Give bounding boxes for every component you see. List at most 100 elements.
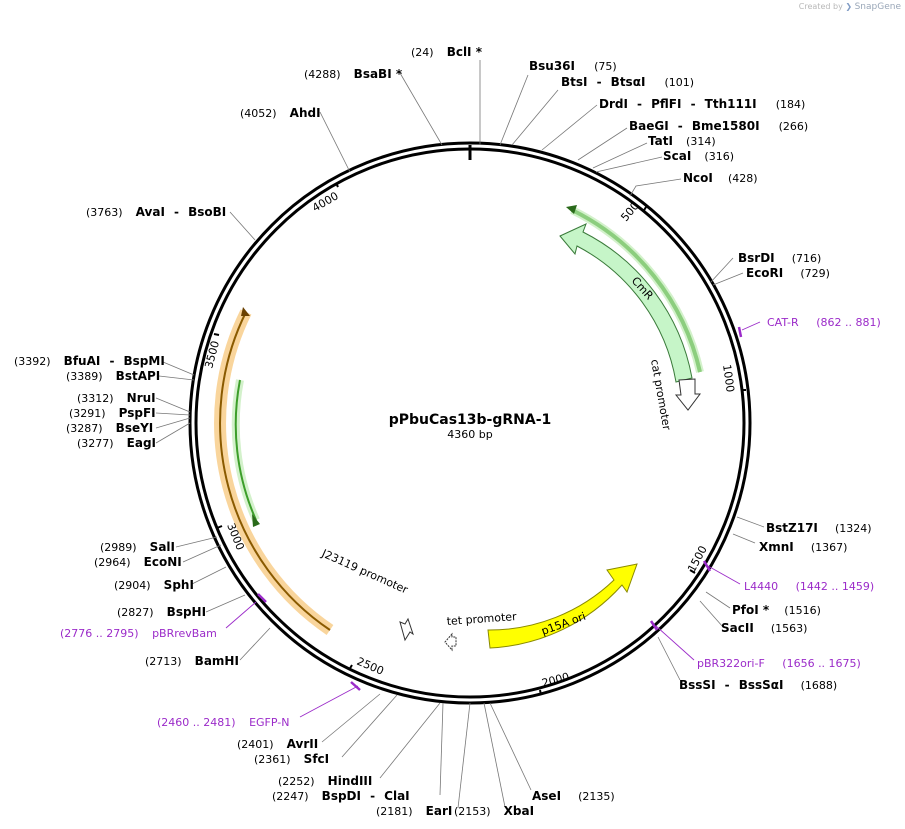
site-label: EcoRI (729) xyxy=(746,262,830,281)
site-name: PspFI xyxy=(119,406,156,420)
site-label: (4052) AhdI xyxy=(240,102,321,121)
primer-label: pBR322ori-F (1656 .. 1675) xyxy=(697,657,861,670)
primer-name: L4440 xyxy=(744,580,778,593)
credit-brand: SnapGene xyxy=(854,2,901,12)
site-name: AseI xyxy=(532,789,561,803)
site-leader-line xyxy=(155,412,191,416)
primer-label: L4440 (1442 .. 1459) xyxy=(744,580,874,593)
site-leader-line xyxy=(577,127,628,161)
site-pos: (428) xyxy=(728,172,758,185)
site-sep: - xyxy=(725,678,730,692)
site-leader-line xyxy=(162,361,195,376)
site-leader-line xyxy=(457,702,471,809)
site-name: NcoI xyxy=(683,171,713,185)
site-name-2: Bme1580I xyxy=(692,119,760,133)
tick-label-500: 500 xyxy=(618,199,641,223)
site-sep: - xyxy=(678,119,683,133)
cmr-outer-band-highlight xyxy=(570,206,704,373)
site-label: BssSI - BssSαI (1688) xyxy=(679,674,837,693)
site-label: BstZ17I (1324) xyxy=(766,517,872,536)
site-label: (3291) PspFI xyxy=(69,402,156,421)
site-pos: (2904) xyxy=(114,579,151,592)
primer-leader-line xyxy=(707,565,741,585)
site-leader-lines xyxy=(155,60,765,809)
site-pos: (3291) xyxy=(69,407,106,420)
plasmid-length: 4360 bp xyxy=(447,428,492,441)
site-name-2: BspMI xyxy=(124,354,165,368)
site-label: BsrDI (716) xyxy=(738,247,821,266)
primer-name: pBRrevBam xyxy=(152,627,217,640)
site-name: SacII xyxy=(721,621,754,635)
site-label: (3392) BfuAI - BspMI xyxy=(14,350,165,369)
primer-labels: CAT-R (862 .. 881) L4440 (1442 .. 1459) … xyxy=(60,316,881,729)
site-name: BfuAI xyxy=(64,354,101,368)
site-label: (2964) EcoNI xyxy=(94,551,182,570)
site-leader-line xyxy=(736,516,765,528)
site-label: (24) BclI * xyxy=(411,41,483,60)
site-name: BclI * xyxy=(447,45,483,59)
tick-mark xyxy=(539,689,542,696)
tick-mark xyxy=(216,525,223,529)
site-name: Bsu36I xyxy=(529,59,575,73)
site-pos: (3392) xyxy=(14,355,51,368)
site-pos: (2713) xyxy=(145,655,182,668)
site-leader-line xyxy=(489,702,532,791)
site-name: EcoNI xyxy=(144,555,182,569)
site-label: (2153) XbaI xyxy=(454,800,534,819)
site-leader-line xyxy=(182,544,222,563)
site-label: (2361) SfcI xyxy=(254,748,329,767)
site-pos: (266) xyxy=(779,120,809,133)
site-leader-line xyxy=(483,702,506,808)
site-pos: (4288) xyxy=(304,68,341,81)
site-name: BaeGI xyxy=(629,119,669,133)
site-leader-line xyxy=(229,211,256,241)
green-feature-core xyxy=(234,379,257,521)
primer-leader-line xyxy=(655,625,695,661)
site-name-2: BssSαI xyxy=(739,678,784,692)
site-leader-line xyxy=(341,694,398,758)
site-label: NcoI (428) xyxy=(683,167,758,186)
site-label: (2989) SalI xyxy=(100,536,175,555)
site-pos: (1688) xyxy=(801,679,838,692)
site-pos: (2252) xyxy=(278,775,315,788)
primer-marker xyxy=(257,593,267,603)
site-label: (2401) AvrII xyxy=(237,733,318,752)
site-name: BspDI xyxy=(322,789,361,803)
primer-marker xyxy=(702,560,712,572)
site-label: (4288) BsaBI * xyxy=(304,63,403,82)
site-label: (2252) HindIII xyxy=(278,770,372,789)
site-label: Bsu36I (75) xyxy=(529,55,617,74)
primer-name: pBR322ori-F xyxy=(697,657,765,670)
site-label: (3312) NruI xyxy=(77,387,156,406)
primer-name: EGFP-N xyxy=(249,716,289,729)
primer-label: (2460 .. 2481) EGFP-N xyxy=(157,716,289,729)
site-leader-line xyxy=(205,594,246,613)
primer-leader-lines xyxy=(225,321,761,718)
site-pos: (2153) xyxy=(454,805,491,818)
site-labels: (24) BclI * Bsu36I (75) BtsI - BtsαI (10… xyxy=(14,41,872,819)
green-feature-arrowhead xyxy=(252,514,260,527)
site-sep: - xyxy=(109,354,114,368)
site-label: TatI (314) xyxy=(648,130,716,149)
site-sep: - xyxy=(174,205,179,219)
tick-mark xyxy=(348,664,353,671)
primer-range: (2776 .. 2795) xyxy=(60,627,139,640)
site-name-2: ClaI xyxy=(384,789,409,803)
site-name-3: Tth111I xyxy=(705,97,757,111)
feature-group: CmR cat promoter p15A ori tet promoter J… xyxy=(214,205,704,652)
site-label: (2904) SphI xyxy=(114,574,194,593)
site-leader-line xyxy=(319,111,351,173)
primer-leader-line xyxy=(225,601,257,629)
site-label: (2713) BamHI xyxy=(145,650,239,669)
site-name: XbaI xyxy=(504,804,534,818)
site-pos: (2401) xyxy=(237,738,274,751)
j23119-promoter-label: J23119 promoter xyxy=(319,546,410,596)
site-leader-line xyxy=(155,397,191,413)
tick-mark xyxy=(689,569,696,574)
tet-promoter-label: tet promoter xyxy=(446,610,517,628)
primer-leader-line xyxy=(299,685,359,718)
site-name: BspHI xyxy=(167,605,206,619)
p15a-ori-arrow xyxy=(487,563,638,649)
site-pos: (2247) xyxy=(272,790,309,803)
site-name: AhdI xyxy=(290,106,321,120)
